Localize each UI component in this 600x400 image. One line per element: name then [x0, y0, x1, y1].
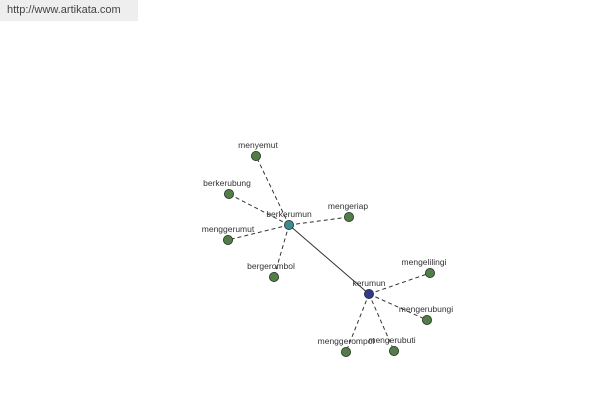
node-label-bergerombol[interactable]: bergerombol: [247, 261, 295, 271]
node-menggerompol[interactable]: [340, 346, 351, 357]
edge-berkerumun-mengeriap: [288, 216, 350, 226]
node-mengeriap[interactable]: [343, 211, 354, 222]
node-bergerombol[interactable]: [268, 271, 279, 282]
node-label-kerumun[interactable]: kerumun: [352, 278, 385, 288]
node-mengerubuti[interactable]: [388, 345, 399, 356]
node-label-menyemut[interactable]: menyemut: [238, 140, 278, 150]
node-label-mengeriap[interactable]: mengeriap: [328, 201, 368, 211]
node-label-berkerumun[interactable]: berkerumun: [266, 209, 312, 219]
node-berkerubung[interactable]: [223, 188, 234, 199]
edge-berkerumun-bergerombol: [273, 224, 290, 278]
node-label-mengelilingi[interactable]: mengelilingi: [402, 257, 447, 267]
node-menggerumut[interactable]: [222, 234, 233, 245]
node-mengerubungi[interactable]: [421, 314, 432, 325]
edge-kerumun-mengerubungi: [368, 293, 428, 321]
edge-berkerumun-berkerubung: [228, 193, 290, 226]
node-label-menggerompol[interactable]: menggerompol: [318, 336, 375, 346]
site-url-banner[interactable]: http://www.artikata.com: [0, 0, 138, 21]
node-label-mengerubuti[interactable]: mengerubuti: [368, 335, 415, 345]
node-label-mengerubungi[interactable]: mengerubungi: [399, 304, 453, 314]
node-label-menggerumut[interactable]: menggerumut: [202, 224, 255, 234]
edge-berkerumun-menyemut: [255, 155, 290, 226]
edge-kerumun-mengerubuti: [368, 293, 395, 352]
edge-berkerumun-kerumun: [288, 224, 370, 295]
node-berkerumun[interactable]: [283, 219, 294, 230]
node-menyemut[interactable]: [250, 150, 261, 161]
node-label-berkerubung[interactable]: berkerubung: [203, 178, 251, 188]
node-mengelilingi[interactable]: [424, 267, 435, 278]
edge-berkerumun-menggerumut: [227, 224, 290, 241]
edge-kerumun-menggerompol: [345, 293, 370, 353]
node-kerumun[interactable]: [363, 288, 374, 299]
edge-kerumun-mengelilingi: [368, 272, 431, 295]
site-url-text: http://www.artikata.com: [7, 4, 121, 16]
